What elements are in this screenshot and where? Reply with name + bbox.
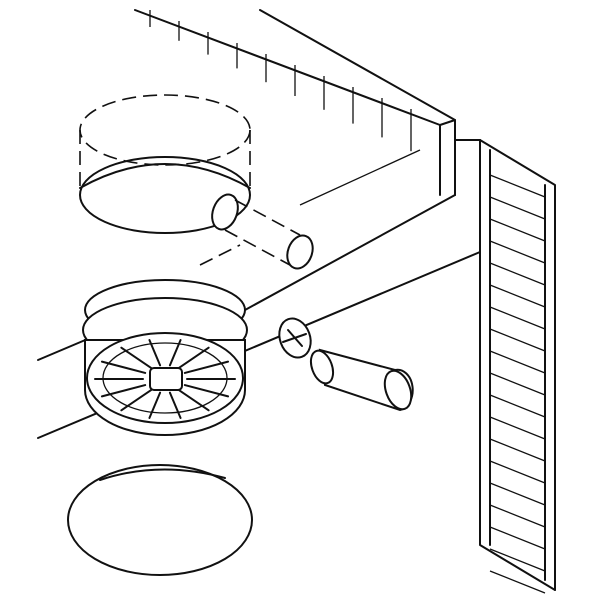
hatch-line — [489, 328, 546, 352]
hatch-line — [489, 548, 546, 572]
hatch-line — [489, 350, 546, 374]
spoke — [120, 388, 153, 412]
spoke — [100, 384, 147, 398]
spoke — [148, 391, 162, 419]
hatch-line — [489, 504, 546, 528]
hatch-line — [489, 416, 546, 440]
spoke — [148, 339, 162, 367]
spoke — [168, 339, 182, 367]
spoke — [177, 346, 210, 370]
spoke — [177, 388, 210, 412]
cover-cap — [67, 464, 253, 576]
cam-connector-wheel — [82, 279, 248, 436]
spoke — [183, 384, 230, 398]
hatch-line — [489, 240, 546, 264]
spoke — [168, 391, 182, 419]
hatch-line — [489, 174, 546, 198]
hatch-line — [489, 262, 546, 286]
hatch-line — [489, 482, 546, 506]
hatch-line — [489, 460, 546, 484]
spoke — [120, 346, 153, 370]
hatch-line — [489, 306, 546, 330]
hatch-line — [489, 570, 546, 594]
cam-housing-outline — [79, 94, 251, 234]
hatch-line — [489, 218, 546, 242]
hatch-line — [489, 438, 546, 462]
hatch-line — [489, 372, 546, 396]
side-panel — [479, 139, 556, 594]
hatch-line — [489, 526, 546, 550]
spoke — [183, 360, 230, 374]
spoke — [100, 360, 147, 374]
hatch-line — [489, 284, 546, 308]
hatch-line — [489, 394, 546, 418]
hatch-line — [489, 196, 546, 220]
dowel-hole — [199, 193, 314, 270]
connector-bolt — [278, 317, 414, 412]
